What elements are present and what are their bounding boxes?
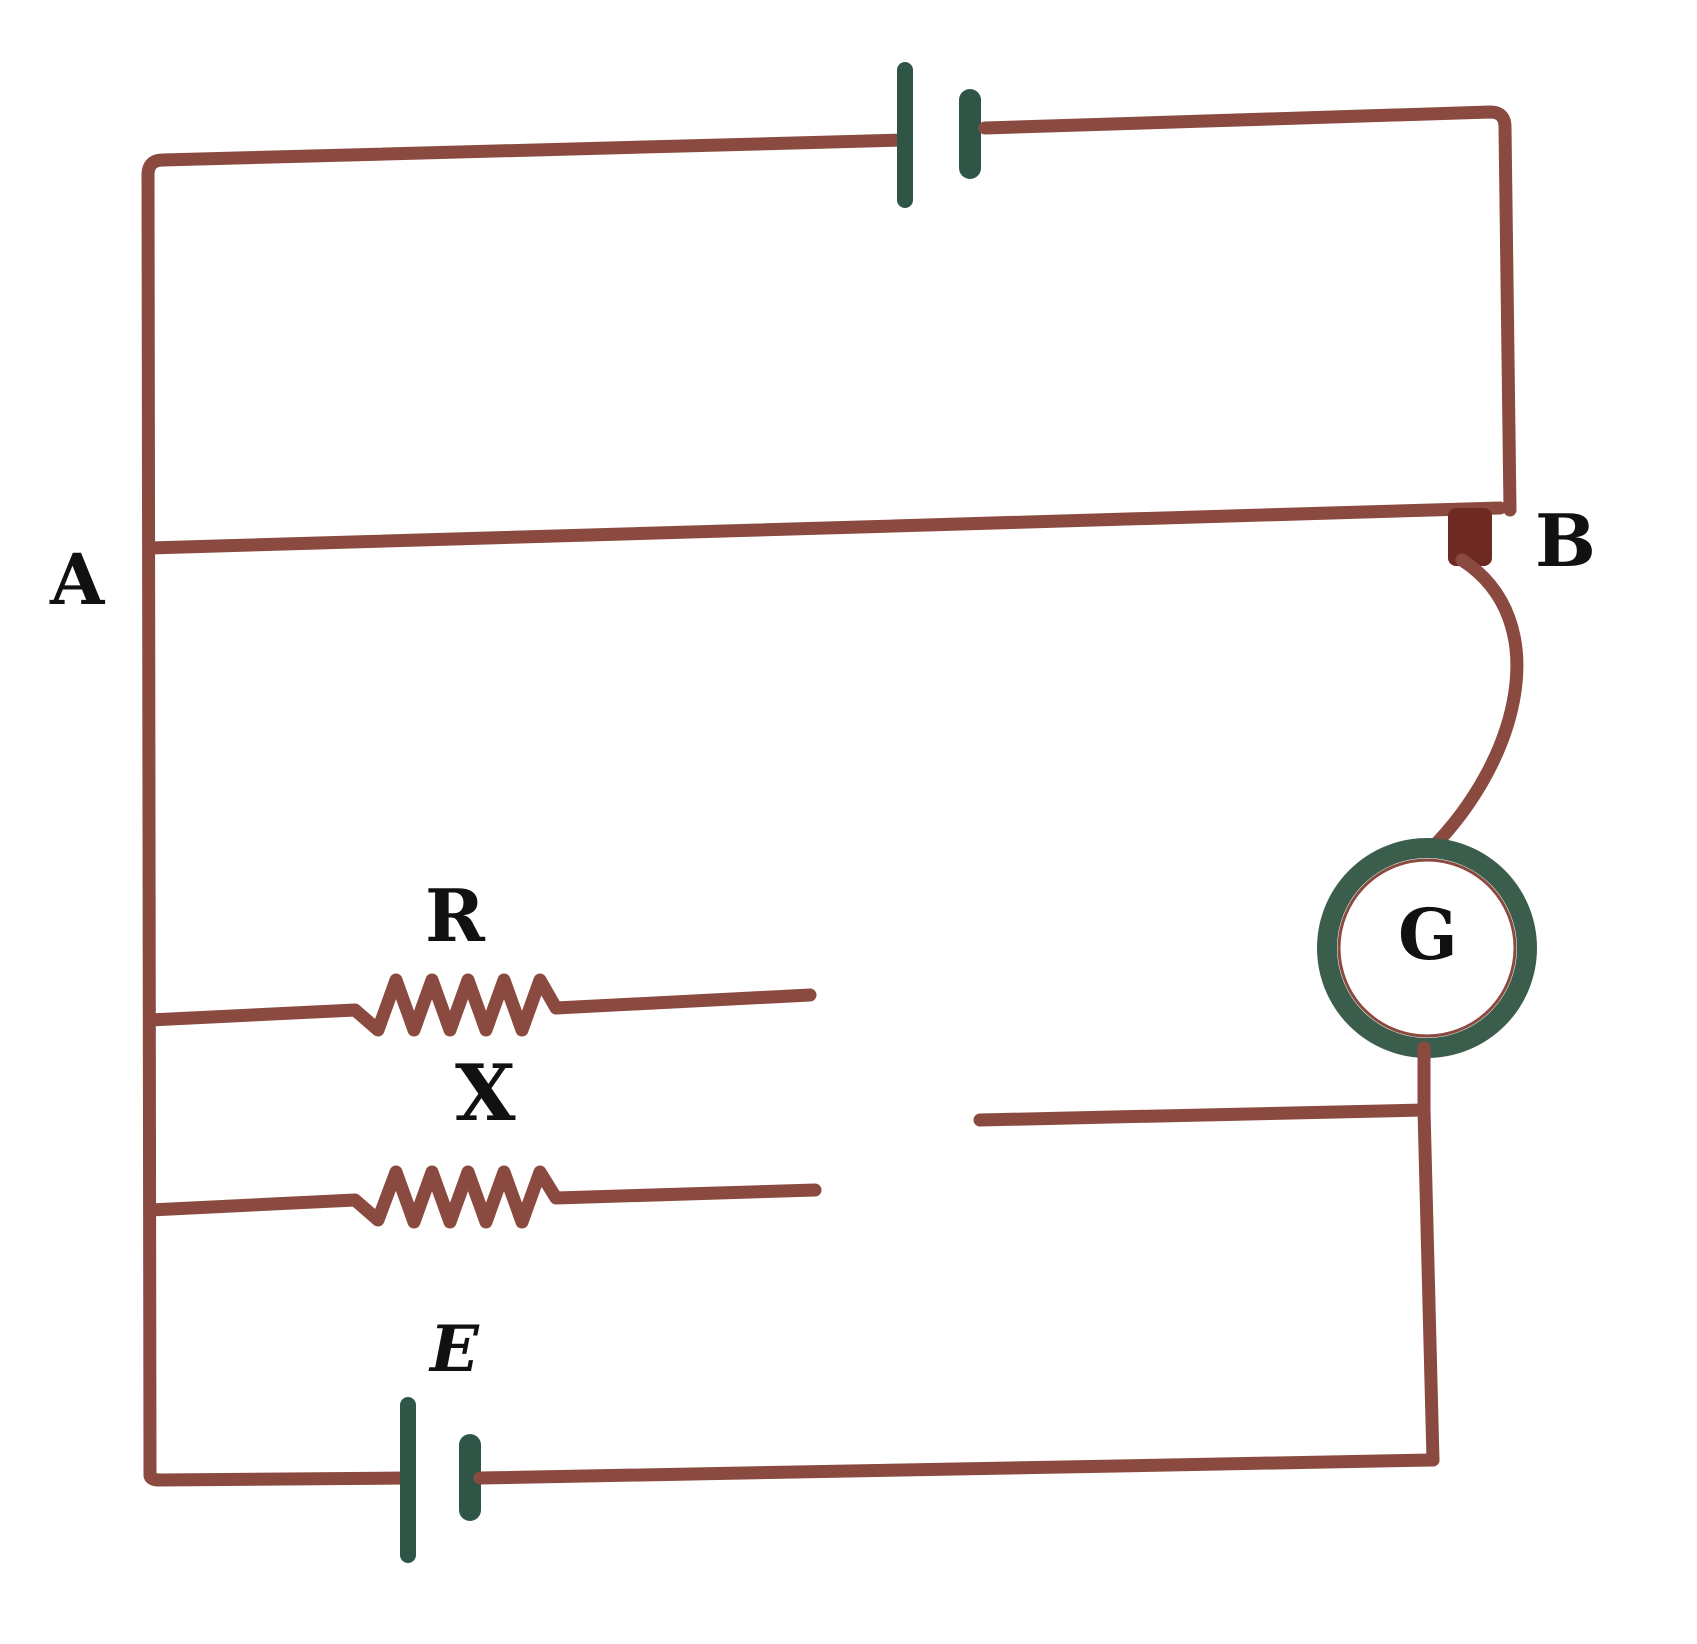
bottom-right-wire: [473, 1453, 1440, 1485]
left-rail-wire: [141, 133, 912, 1482]
label-r: R: [425, 873, 485, 958]
label-b: B: [1535, 498, 1596, 583]
resistor-x: [143, 1165, 822, 1229]
top-right-wire: [978, 105, 1517, 517]
galvanometer-label: G: [1398, 893, 1458, 976]
potentiometer-wire-ab: [143, 501, 1507, 555]
jockey-contact-b: [1448, 508, 1492, 566]
label-e: E: [430, 1312, 479, 1387]
bottom-left-wire: [143, 1468, 412, 1487]
resistor-r: [143, 973, 817, 1037]
label-x: X: [455, 1048, 516, 1139]
label-a: A: [50, 538, 105, 621]
jockey-lead-wire: [1423, 553, 1524, 857]
galvanometer-inner-ring: [1337, 858, 1517, 1038]
switch-common-contact: [973, 1103, 1431, 1127]
